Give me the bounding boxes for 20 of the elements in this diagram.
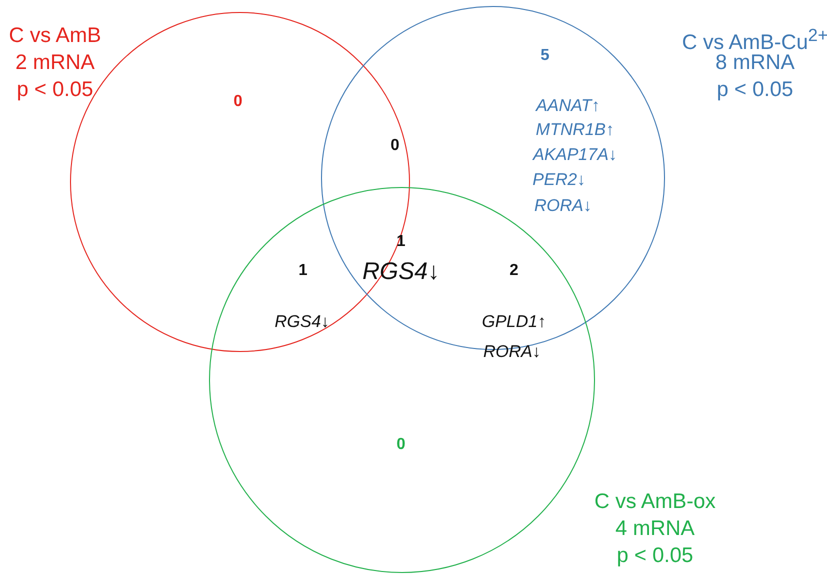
set-heading: C vs AmB-ox (593, 489, 717, 515)
set-heading: 2 mRNA (14, 50, 96, 76)
gene-label: AANAT↑ (536, 96, 600, 116)
gene-label: RORA↓ (534, 196, 592, 216)
gene-label: MTNR1B↑ (536, 120, 614, 140)
set-heading: p < 0.05 (616, 543, 694, 569)
count-label: 0 (396, 436, 406, 454)
set-heading: 4 mRNA (614, 516, 696, 542)
gene-label: AKAP17A↓ (532, 145, 618, 165)
gene-label: PER2↓ (532, 170, 586, 190)
set-heading: C vs AmB (8, 23, 102, 49)
count-label: 1 (298, 262, 308, 280)
set-heading: p < 0.05 (16, 77, 94, 103)
set-heading: p < 0.05 (716, 77, 794, 103)
count-label: 2 (510, 262, 518, 280)
gene-label: RGS4↓ (274, 312, 330, 332)
gene-label: GPLD1↑ (482, 312, 546, 332)
count-label: 0 (390, 137, 400, 155)
count-label: 5 (540, 47, 550, 65)
count-label: 0 (234, 93, 242, 111)
